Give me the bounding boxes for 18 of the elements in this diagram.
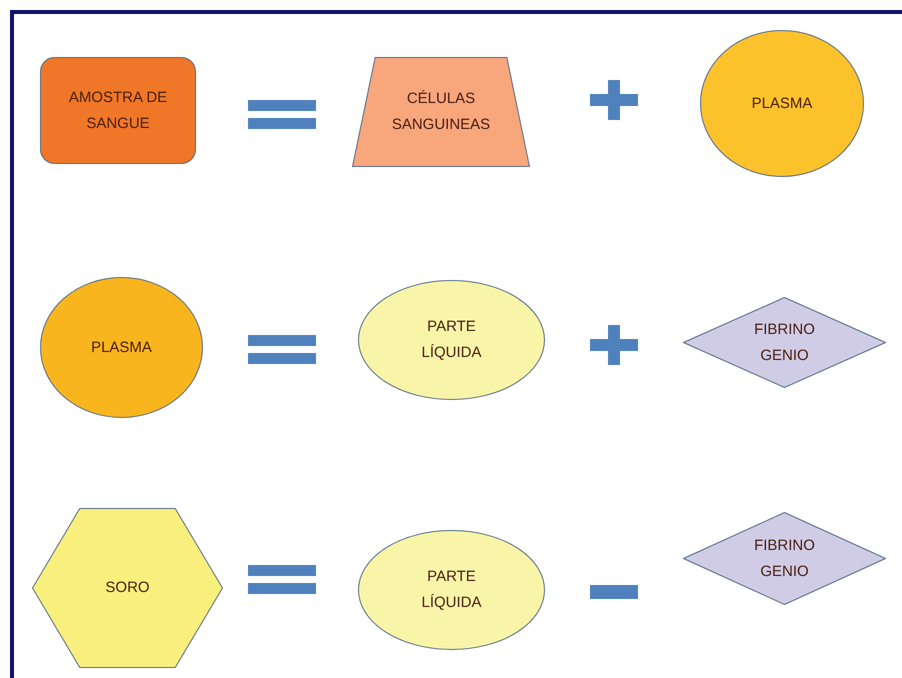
diamond-shape (683, 297, 886, 388)
shape-label: CÉLULAS SANGUINEAS (390, 89, 492, 135)
shape-label: SORO (105, 578, 150, 598)
shape-label: FIBRINO GENIO (753, 536, 816, 582)
rounded-rectangle (40, 57, 196, 164)
shape-label: PLASMA (91, 338, 152, 358)
ellipse-shape (358, 280, 545, 400)
ellipse-shape (358, 530, 545, 650)
ellipse-shape (40, 277, 203, 418)
diamond-shape (683, 512, 886, 605)
shape-label: PLASMA (752, 94, 812, 114)
shape-label: AMOSTRA DE SANGUE (68, 88, 168, 134)
shape-label: FIBRINO GENIO (753, 320, 816, 366)
ellipse-shape (700, 30, 864, 177)
shape-label: PARTE LÍQUIDA (420, 567, 482, 613)
shape-label: PARTE LÍQUIDA (420, 317, 482, 363)
trapezoid-shape (352, 57, 530, 167)
hexagon-shape (32, 508, 223, 668)
